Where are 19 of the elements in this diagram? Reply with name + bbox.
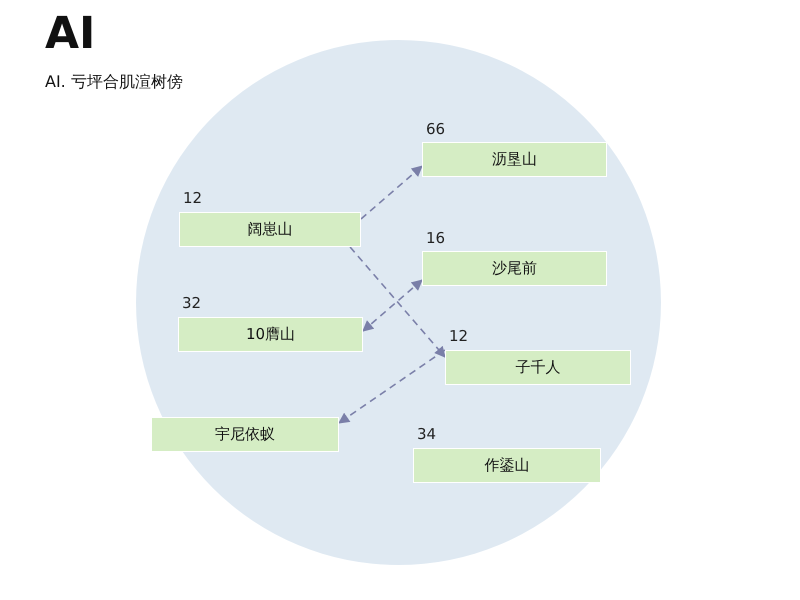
- number-label: 12: [449, 327, 468, 345]
- arrow: [338, 349, 446, 424]
- node-box: 子千人: [445, 350, 631, 385]
- number-label: 34: [417, 425, 436, 443]
- subtitle: AI. 亏坪合肌渲树傍: [45, 72, 183, 93]
- arrow: [360, 165, 423, 220]
- node-box: 宇尼依蚁: [151, 417, 339, 452]
- arrow: [362, 279, 423, 332]
- node-box: 沙尾前: [422, 251, 607, 286]
- node-box: 作鋈山: [413, 448, 601, 483]
- title: AI: [45, 8, 96, 59]
- node-box: 10膺山: [178, 317, 363, 352]
- number-label: 32: [182, 294, 202, 312]
- node-box: 阔崽山: [179, 212, 361, 247]
- arrow: [349, 246, 446, 358]
- number-label: 12: [183, 189, 202, 207]
- number-label: 16: [426, 229, 446, 247]
- node-box: 沥垦山: [422, 142, 607, 177]
- number-label: 66: [426, 120, 446, 138]
